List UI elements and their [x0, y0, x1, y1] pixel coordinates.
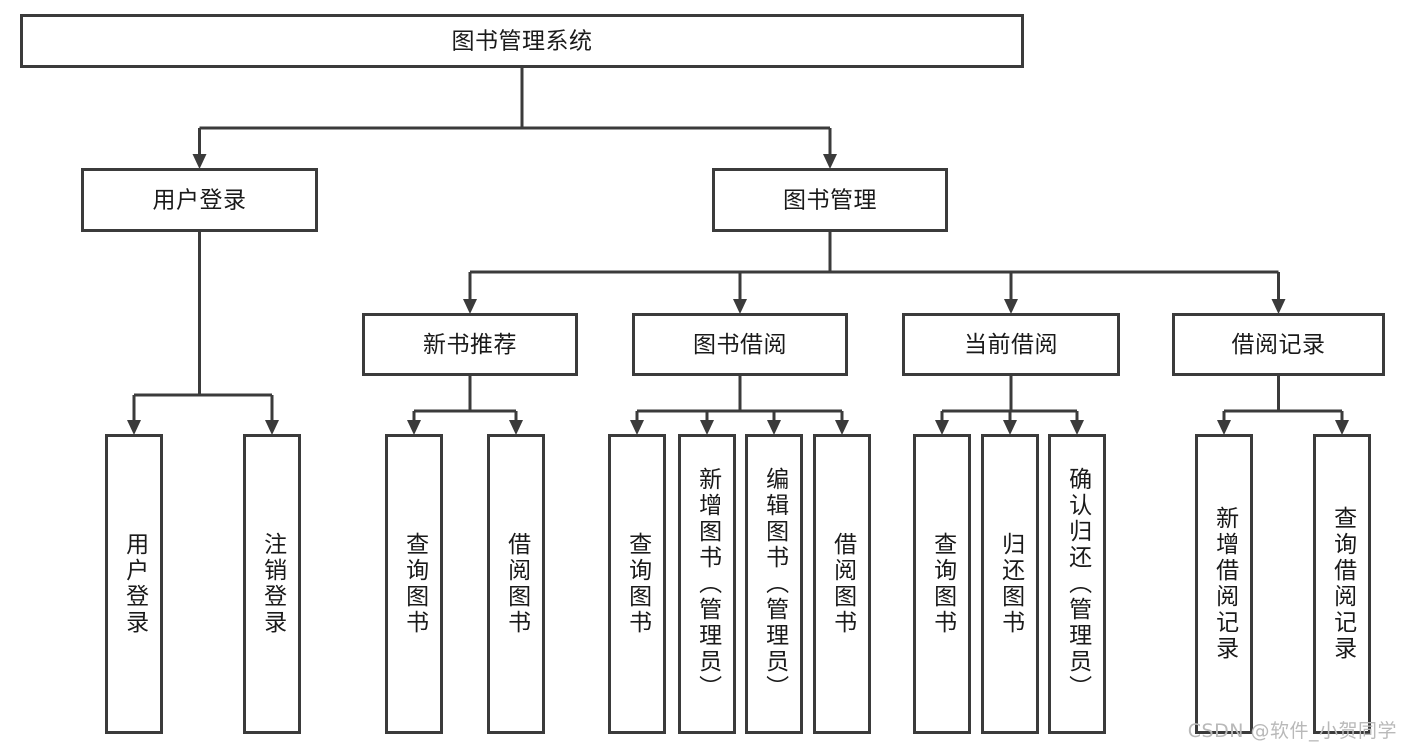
node-label: 借阅记录 [1232, 332, 1326, 358]
box-outline [81, 168, 318, 232]
leaf-leaf-confirm-return[interactable] [1048, 434, 1106, 734]
node-book-manage[interactable]: 图书管理 [712, 168, 948, 232]
box-outline [1172, 313, 1385, 376]
arrow-head-icon [767, 420, 781, 435]
connector-lines [127, 68, 1349, 435]
arrow-head-icon [935, 420, 949, 435]
box-outline [1195, 434, 1253, 734]
node-label: 图书管理系统 [452, 29, 593, 55]
arrow-head-icon [265, 420, 279, 435]
box-outline [1313, 434, 1371, 734]
leaf-leaf-query-book-3[interactable] [913, 434, 971, 734]
box-outline [487, 434, 545, 734]
box-outline [813, 434, 871, 734]
box-outline [1048, 434, 1106, 734]
arrow-head-icon [127, 420, 141, 435]
arrow-head-icon [1003, 420, 1017, 435]
node-new-book-recommend[interactable]: 新书推荐 [362, 313, 578, 376]
box-outline [243, 434, 301, 734]
node-user-login[interactable]: 用户登录 [81, 168, 318, 232]
arrow-head-icon [1217, 420, 1231, 435]
box-outline [105, 434, 163, 734]
watermark-text: CSDN @软件_小贺同学 [1187, 720, 1397, 742]
box-outline [20, 14, 1024, 68]
node-borrow-record[interactable]: 借阅记录 [1172, 313, 1385, 376]
arrow-head-icon [733, 299, 747, 314]
arrow-head-icon [463, 299, 477, 314]
box-outline [745, 434, 803, 734]
node-root[interactable]: 图书管理系统 [20, 14, 1024, 68]
leaf-leaf-user-logout[interactable] [243, 434, 301, 734]
box-outline [608, 434, 666, 734]
node-label: 当前借阅 [964, 332, 1058, 358]
arrow-head-icon [1070, 420, 1084, 435]
leaf-leaf-add-book[interactable] [678, 434, 736, 734]
arrow-head-icon [509, 420, 523, 435]
box-outline [981, 434, 1039, 734]
node-current-borrow[interactable]: 当前借阅 [902, 313, 1120, 376]
arrow-head-icon [192, 154, 207, 169]
box-outline [678, 434, 736, 734]
arrow-head-icon [1271, 299, 1286, 314]
box-outline [385, 434, 443, 734]
node-label: 图书借阅 [693, 332, 787, 358]
arrow-head-icon [700, 420, 714, 435]
node-label: 图书管理 [783, 188, 877, 214]
box-outline [362, 313, 578, 376]
arrow-head-icon [407, 420, 421, 435]
box-outline [913, 434, 971, 734]
leaf-leaf-user-login[interactable] [105, 434, 163, 734]
node-book-borrow[interactable]: 图书借阅 [632, 313, 848, 376]
arrow-head-icon [1004, 299, 1018, 314]
box-outline [902, 313, 1120, 376]
leaf-leaf-return-book[interactable] [981, 434, 1039, 734]
leaf-leaf-edit-book[interactable] [745, 434, 803, 734]
leaf-leaf-query-book-2[interactable] [608, 434, 666, 734]
leaf-leaf-query-record[interactable] [1313, 434, 1371, 734]
leaf-leaf-query-book-1[interactable] [385, 434, 443, 734]
arrow-head-icon [630, 420, 644, 435]
arrow-head-icon [835, 420, 849, 435]
leaf-leaf-borrow-book-2[interactable] [813, 434, 871, 734]
box-outline [712, 168, 948, 232]
leaf-leaf-borrow-book-1[interactable] [487, 434, 545, 734]
box-outline [632, 313, 848, 376]
node-label: 用户登录 [153, 188, 247, 214]
arrow-head-icon [1335, 420, 1349, 435]
leaf-leaf-add-record[interactable] [1195, 434, 1253, 734]
arrow-head-icon [823, 154, 837, 169]
node-label: 新书推荐 [423, 332, 517, 358]
